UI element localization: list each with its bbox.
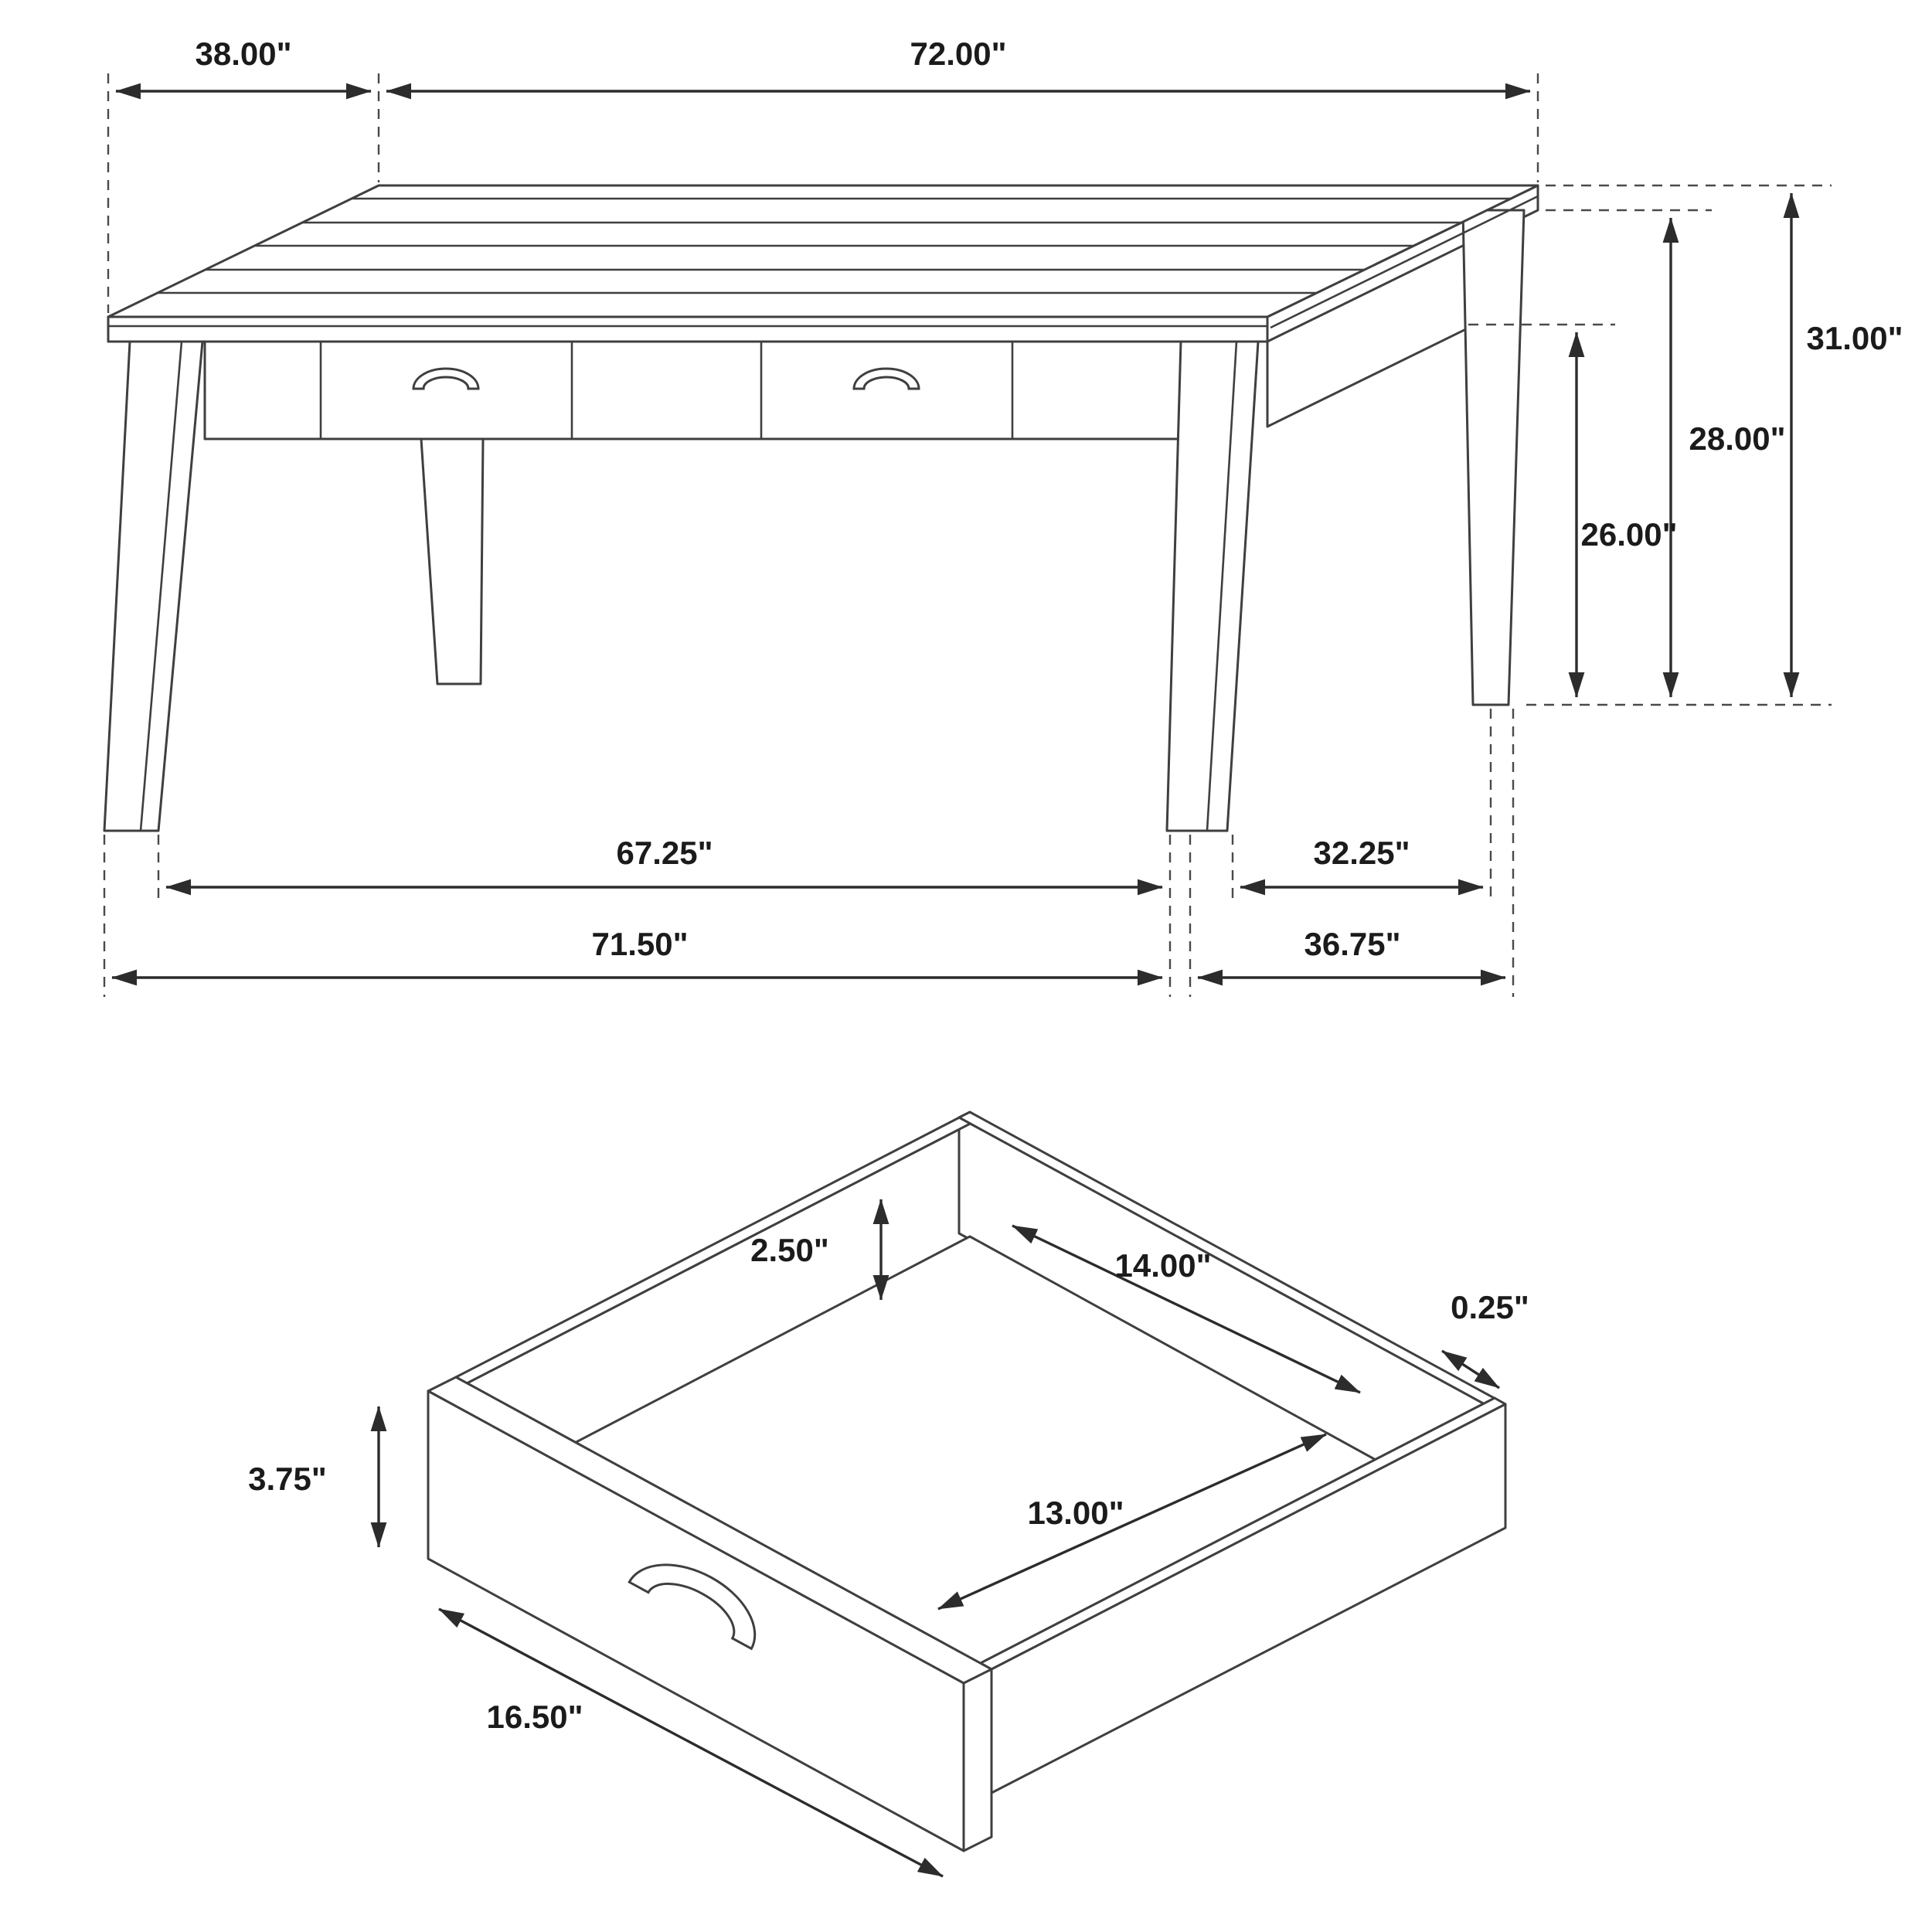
drawer-front-panel-end <box>962 1668 993 1852</box>
dim-label-top-width: 72.00" <box>910 36 1006 72</box>
back-right-leg <box>1461 209 1526 706</box>
front-left-leg-edge <box>139 341 183 832</box>
dim-label-top-depth: 38.00" <box>195 36 291 72</box>
dim-label-inner-depth: 14.00" <box>1114 1247 1211 1284</box>
dim-label-inner-width: 13.00" <box>1027 1495 1124 1531</box>
dim-label-front-height: 3.75" <box>248 1461 327 1497</box>
front-left-leg <box>103 340 204 832</box>
drawer-drawing <box>427 1111 1507 1852</box>
dim-label-outer-span-width: 71.50" <box>591 926 688 962</box>
front-right-leg <box>1165 340 1260 832</box>
dim-label-height-to-top: 28.00" <box>1689 420 1785 457</box>
front-apron <box>203 340 1184 440</box>
dim-line-wall-thickness <box>1441 1349 1500 1389</box>
dim-label-inner-height: 2.50" <box>750 1232 829 1268</box>
back-left-leg <box>420 437 485 685</box>
dim-label-inner-span-depth: 32.25" <box>1313 835 1410 871</box>
drawer-dimensions: 2.50" 14.00" 0.25" 3.75" 13.00" 16.50" <box>248 1199 1529 1878</box>
dim-label-clearance: 26.00" <box>1580 516 1677 553</box>
dim-label-inner-span-width: 67.25" <box>616 835 713 871</box>
tabletop-front-face <box>107 315 1269 343</box>
dim-label-outer-span-depth: 36.75" <box>1304 926 1400 962</box>
dim-label-wall-thickness: 0.25" <box>1451 1289 1529 1325</box>
dim-line-inner-width <box>937 1433 1327 1611</box>
dim-label-front-width: 16.50" <box>486 1699 583 1735</box>
drawer-cup-handle-icon <box>412 367 480 390</box>
front-right-leg-edge <box>1206 341 1238 832</box>
dim-label-height-total: 31.00" <box>1806 320 1903 356</box>
table-dimensions: 38.00" 72.00" 31.00" 28.00" 26.00" 67.25… <box>103 36 1903 997</box>
dim-line-front-width <box>438 1607 944 1878</box>
dim-line-inner-depth <box>1012 1224 1361 1394</box>
table-drawing <box>103 184 1539 832</box>
drawer-cup-handle-icon <box>852 367 920 390</box>
tabletop-side-edge-profile <box>1270 195 1539 329</box>
